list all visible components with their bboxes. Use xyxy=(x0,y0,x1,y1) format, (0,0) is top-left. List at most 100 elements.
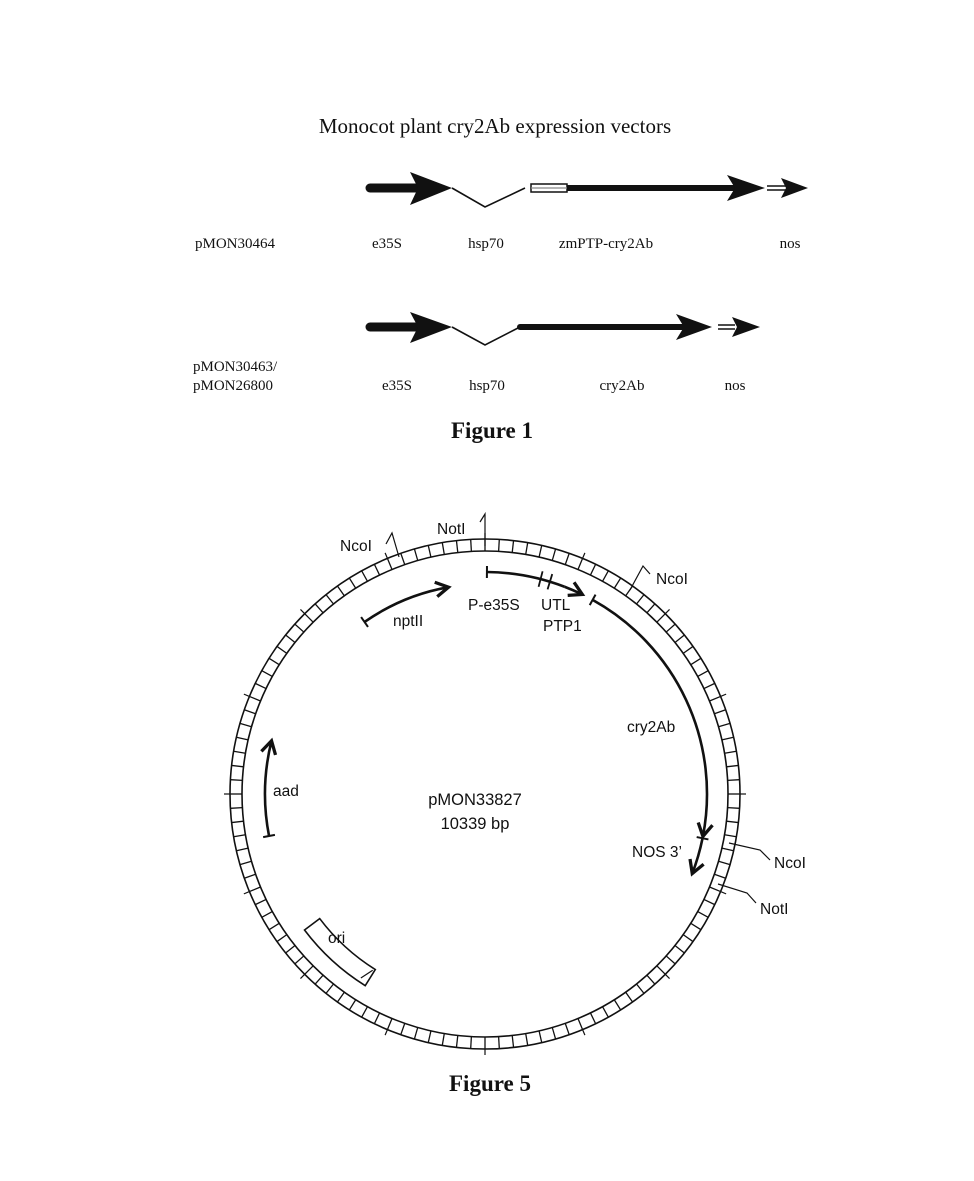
ring-tick xyxy=(538,1030,543,1043)
feature-label-aad: aad xyxy=(273,783,299,800)
ring-tick xyxy=(336,991,345,1003)
ring-tick xyxy=(285,944,296,954)
ring-tick xyxy=(239,860,252,866)
figure-1: Monocot plant cry2Ab expression vectors xyxy=(193,114,808,443)
site-label-noti-right: NotI xyxy=(760,901,788,918)
ring-tick xyxy=(724,834,737,838)
ring-tick xyxy=(665,623,676,633)
ring-tick xyxy=(400,1023,406,1035)
figure-5-caption: Figure 5 xyxy=(449,1071,531,1096)
element-label-nos: nos xyxy=(725,378,746,394)
ring-tick xyxy=(625,991,634,1003)
construct-name: pMON30464 xyxy=(195,236,276,252)
cry2ab-arc-start-bar xyxy=(588,594,597,606)
ring-tick xyxy=(709,695,721,702)
nos-terminator-arrow xyxy=(718,317,760,337)
ring-tick xyxy=(525,542,529,555)
ring-tick xyxy=(589,1012,597,1025)
feature-label-utl: UTL xyxy=(541,597,571,614)
figure-5: NotI NcoI NcoI NcoI NotI nptII P-e35S UT… xyxy=(224,511,806,1096)
feature-label-ori: ori xyxy=(328,930,345,947)
zmptp-transit-peptide xyxy=(530,183,568,193)
ring-major-tick xyxy=(243,891,250,895)
ring-tick xyxy=(727,779,740,782)
figure-1-caption: Figure 1 xyxy=(451,418,533,443)
ncoi-top-left-site-leader xyxy=(385,531,400,558)
feature-label-nptii: nptII xyxy=(393,613,423,630)
construct-name-line-2: pMON26800 xyxy=(193,378,273,394)
ring-tick xyxy=(268,657,280,666)
ring-tick xyxy=(233,750,246,754)
ring-tick xyxy=(413,548,419,561)
ring-tick xyxy=(386,558,393,570)
ring-major-tick xyxy=(243,693,250,697)
noti-right-site-leader xyxy=(717,883,757,904)
ring-tick xyxy=(244,873,256,879)
ring-tick xyxy=(348,999,357,1011)
nptii-arc xyxy=(363,580,452,624)
element-label-zmptp-cry2ab: zmPTP-cry2Ab xyxy=(559,236,653,252)
element-label-hsp70: hsp70 xyxy=(469,378,505,394)
ring-tick xyxy=(690,657,702,666)
feature-label-ptp1: PTP1 xyxy=(543,618,582,635)
nos3-arc-start-bar xyxy=(696,836,709,841)
ring-tick xyxy=(697,670,709,678)
ring-tick xyxy=(361,1006,369,1018)
nptii-arc-start-bar xyxy=(360,616,369,628)
ring-tick xyxy=(726,764,739,768)
plasmid-size: 10339 bp xyxy=(441,815,510,833)
ring-tick xyxy=(538,545,543,558)
ring-tick xyxy=(601,570,609,582)
ncoi-right-site-leader xyxy=(728,842,771,861)
ring-tick xyxy=(682,645,694,654)
ring-tick xyxy=(724,750,737,754)
ring-tick xyxy=(427,545,432,558)
nos-terminator-arrow xyxy=(767,178,808,198)
cry2ab-arc xyxy=(591,598,714,840)
ring-tick xyxy=(294,623,305,633)
construct-pmon30464: pMON30464 e35S hsp70 zmPTP-cry2Ab nos xyxy=(195,172,808,252)
ring-tick xyxy=(373,563,381,576)
ring-tick xyxy=(577,1018,584,1030)
noti-top-site-leader xyxy=(479,511,486,546)
ring-tick xyxy=(231,820,244,824)
site-label-ncoi-top-left: NcoI xyxy=(340,538,372,555)
ring-tick xyxy=(294,955,305,965)
ring-tick xyxy=(373,1012,381,1025)
ring-tick xyxy=(249,886,261,893)
ring-tick xyxy=(718,722,731,728)
ring-tick xyxy=(261,910,273,918)
ring-tick xyxy=(230,779,243,782)
ring-tick xyxy=(690,922,702,931)
ring-tick xyxy=(455,1035,459,1048)
ring-tick xyxy=(721,847,734,852)
plasmid-features xyxy=(260,565,714,877)
ptp1-arc xyxy=(564,581,586,598)
ring-tick xyxy=(577,558,584,570)
ring-tick xyxy=(441,542,445,555)
ring-tick xyxy=(564,553,570,565)
ring-tick xyxy=(551,1027,557,1040)
ring-tick xyxy=(714,709,726,715)
p-e35s-arc xyxy=(486,570,566,588)
ncoi-top-right-site-leader xyxy=(629,564,651,591)
hsp70-intron-line xyxy=(451,187,526,208)
site-label-ncoi-top-right: NcoI xyxy=(656,571,688,588)
feature-label-nos3: NOS 3’ xyxy=(632,844,682,861)
cry2ab-coding-arrow xyxy=(567,175,765,201)
ring-tick xyxy=(703,682,716,690)
ring-tick xyxy=(714,873,726,879)
ring-major-tick xyxy=(582,552,586,559)
ring-tick xyxy=(674,944,685,954)
ring-tick xyxy=(682,934,694,943)
construct-pmon30463: pMON30463/ pMON26800 e35S hsp70 cry2Ab n… xyxy=(193,312,760,394)
ring-tick xyxy=(665,955,676,965)
element-label-e35s: e35S xyxy=(372,236,402,252)
ring-tick xyxy=(718,860,731,866)
ring-tick xyxy=(551,548,557,561)
plasmid-backbone-ring xyxy=(224,533,746,1055)
ring-tick xyxy=(361,570,369,582)
element-label-e35s: e35S xyxy=(382,378,412,394)
e35s-promoter-arrow xyxy=(365,312,452,343)
